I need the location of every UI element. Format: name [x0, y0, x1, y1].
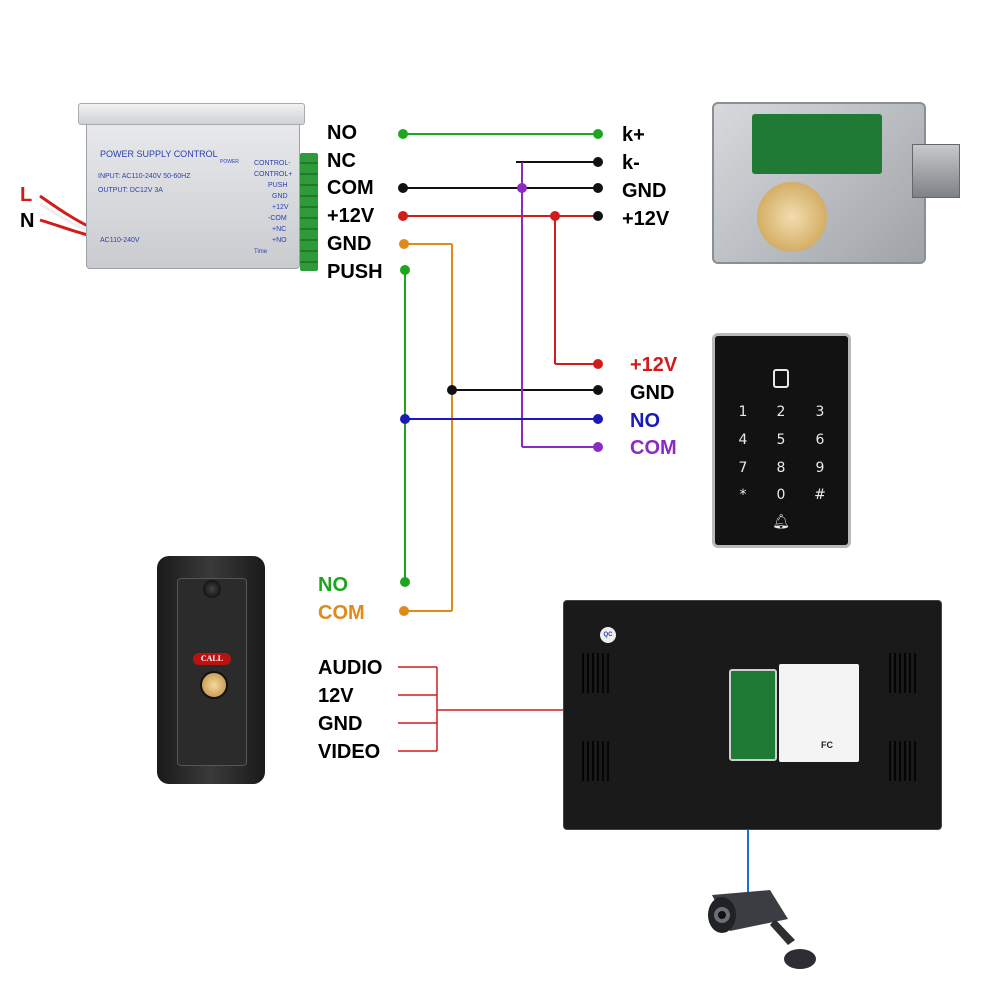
key-3: 3 — [815, 404, 825, 420]
door-signal-12v: 12V — [318, 685, 354, 707]
psu-out-no: NO — [327, 122, 357, 144]
monitor-fc-mark: FC — [821, 740, 833, 750]
dot-junction-no — [400, 414, 410, 424]
keypad-pin-no: NO — [630, 410, 660, 432]
psu-out-nc: NC — [327, 150, 356, 172]
lock-pin-gnd: GND — [622, 180, 667, 202]
door-signal-audio: AUDIO — [318, 657, 383, 679]
psu-terminal-2: PUSH — [268, 182, 288, 189]
cctv-camera — [700, 885, 830, 975]
psu-out-com: COM — [327, 177, 374, 199]
dot-lock-gnd — [593, 183, 603, 193]
keypad-pin-12v: +12V — [630, 354, 678, 376]
psu-input-spec: INPUT: AC110-240V 50-60HZ — [98, 173, 191, 180]
psu-output-spec: OUTPUT: DC12V 3A — [98, 187, 163, 194]
door-signal-video: VIDEO — [318, 741, 381, 763]
monitor-terminal-block — [729, 669, 777, 761]
dot-junction-12v — [550, 211, 560, 221]
dot-psu-push — [400, 265, 410, 275]
dot-junction-gnd — [447, 385, 457, 395]
keypad-card-reader-icon — [773, 369, 789, 388]
dot-lock-kplus — [593, 129, 603, 139]
psu-terminal-0: CONTROL- — [254, 160, 291, 167]
lock-bolt — [912, 144, 960, 198]
lock-pin-kplus: k+ — [622, 124, 645, 146]
keypad-pin-gnd: GND — [630, 382, 675, 404]
monitor-label-sticker: FC — [779, 664, 859, 762]
dot-psu-gnd — [399, 239, 409, 249]
keypad-pin-com: COM — [630, 437, 677, 459]
dot-door-no — [400, 577, 410, 587]
psu-terminal-7: +NO — [272, 237, 287, 244]
dot-keypad-no — [593, 414, 603, 424]
key-star: * — [739, 487, 747, 503]
dot-psu-no — [398, 129, 408, 139]
psu-title: POWER SUPPLY CONTROL — [100, 149, 218, 159]
key-5: 5 — [776, 432, 786, 448]
door-call-button — [200, 671, 228, 699]
access-keypad: 1 2 3 4 5 6 7 8 9 * 0 # 🔔︎ — [712, 333, 851, 548]
door-relay-com: COM — [318, 602, 365, 624]
key-1: 1 — [738, 404, 748, 420]
key-2: 2 — [776, 404, 786, 420]
door-camera-lens — [203, 580, 221, 598]
door-signal-gnd: GND — [318, 713, 363, 735]
mains-label-l: L — [20, 184, 33, 206]
monitor-qc-sticker: QC — [600, 627, 616, 643]
mains-label-n: N — [20, 210, 35, 232]
psu-bottom-spec: AC110-240V — [100, 237, 140, 244]
dot-keypad-com — [593, 442, 603, 452]
key-hash: # — [814, 487, 826, 503]
psu-out-gnd: GND — [327, 233, 372, 255]
key-8: 8 — [776, 460, 786, 476]
psu-terminal-3: GND — [272, 193, 288, 200]
dot-lock-kminus — [593, 157, 603, 167]
lock-pin-12v: +12V — [622, 208, 670, 230]
psu-out-push: PUSH — [327, 261, 383, 283]
dot-psu-12v — [398, 211, 408, 221]
dot-keypad-gnd — [593, 385, 603, 395]
lock-circuit-board — [752, 114, 882, 174]
wire-endpoints — [398, 129, 752, 714]
indoor-monitor: QC FC — [563, 600, 942, 830]
psu-terminal-6: +NC — [272, 226, 287, 233]
key-7: 7 — [738, 460, 748, 476]
dot-junction-purple — [517, 183, 527, 193]
door-relay-no: NO — [318, 574, 348, 596]
psu-terminal-4: +12V — [272, 204, 289, 211]
door-station: CALL — [157, 556, 265, 784]
psu-out-12v: +12V — [327, 205, 375, 227]
door-call-label: CALL — [193, 653, 231, 665]
dot-keypad-12v — [593, 359, 603, 369]
psu-time-label: Time — [254, 249, 268, 255]
bell-icon: 🔔︎ — [772, 514, 790, 530]
power-supply-unit: POWER SUPPLY CONTROL INPUT: AC110-240V 5… — [78, 103, 318, 278]
lock-motor — [757, 182, 827, 252]
key-0: 0 — [776, 487, 786, 503]
psu-terminal-1: CONTROL+ — [254, 171, 293, 178]
dot-door-com — [399, 606, 409, 616]
electric-lock — [712, 102, 960, 264]
key-6: 6 — [815, 432, 825, 448]
lock-pin-kminus: k- — [622, 152, 640, 174]
psu-terminal-block — [300, 153, 318, 271]
dot-lock-12v — [593, 211, 603, 221]
dot-psu-com — [398, 183, 408, 193]
key-9: 9 — [815, 460, 825, 476]
key-4: 4 — [738, 432, 748, 448]
psu-terminal-5: -COM — [268, 215, 287, 222]
psu-power-label: POWER — [220, 159, 239, 165]
